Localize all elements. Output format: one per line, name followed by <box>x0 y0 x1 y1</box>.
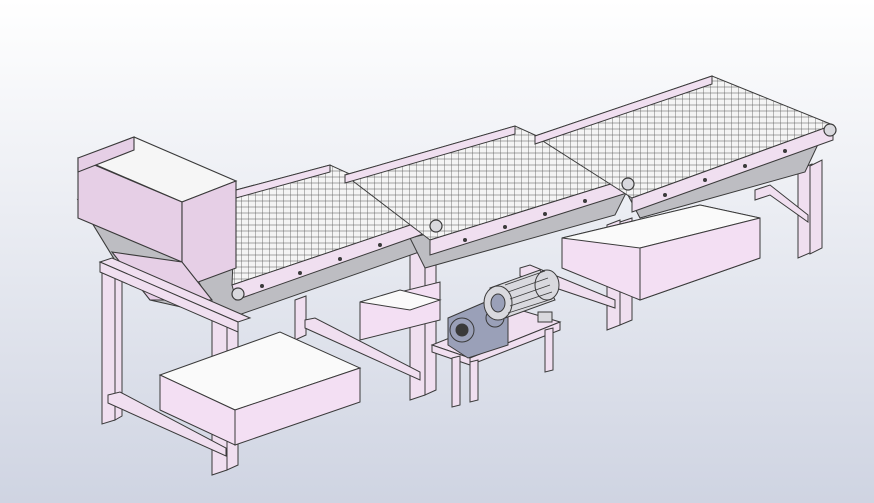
collection-bin-1 <box>158 331 362 446</box>
conveyor-section-3 <box>533 75 835 213</box>
collection-bin-3 <box>561 204 761 301</box>
hopper-frame <box>98 257 252 333</box>
sprockets <box>231 123 837 301</box>
collection-bin-2 <box>359 281 442 341</box>
drive-motor <box>483 269 560 323</box>
conveyor-section-2 <box>343 125 632 256</box>
rail-bolts <box>260 149 787 288</box>
